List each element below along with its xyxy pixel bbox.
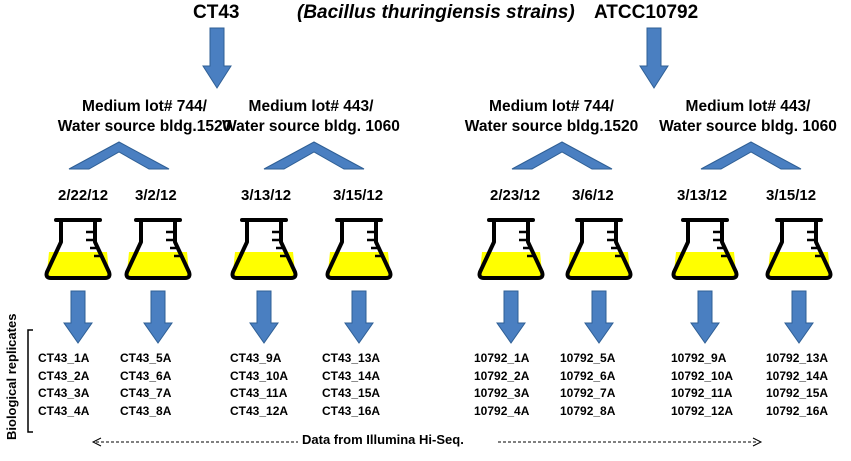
flask-icon: [124, 218, 192, 280]
date-label: 3/2/12: [135, 187, 177, 204]
down-arrow-icon: [496, 290, 526, 344]
down-arrow-icon: [63, 290, 93, 344]
down-arrow-icon: [344, 290, 374, 344]
down-arrow-icon: [784, 290, 814, 344]
date-label: 2/22/12: [58, 187, 109, 204]
flask-icon: [671, 218, 739, 280]
chevron-up-icon: [263, 141, 365, 170]
medium-label-4: Medium lot# 443/Water source bldg. 1060: [659, 98, 837, 135]
date-label: 3/15/12: [333, 187, 384, 204]
down-arrow-icon: [584, 290, 614, 344]
double-arrow-icon: [91, 437, 763, 447]
chevron-up-icon: [700, 141, 802, 170]
strain-label-left: CT43: [193, 2, 240, 23]
flask-icon: [477, 218, 545, 280]
flask-icon: [325, 218, 393, 280]
date-label: 3/13/12: [677, 187, 728, 204]
down-arrow-icon: [639, 27, 669, 89]
chevron-up-icon: [68, 141, 170, 170]
footer-label: Data from Illumina Hi-Seq.: [302, 432, 464, 447]
flask-icon: [230, 218, 298, 280]
down-arrow-icon: [143, 290, 173, 344]
flask-icon: [565, 218, 633, 280]
down-arrow-icon: [202, 27, 232, 89]
down-arrow-icon: [249, 290, 279, 344]
flask-icon: [44, 218, 112, 280]
date-label: 3/13/12: [241, 187, 292, 204]
date-label: 3/6/12: [572, 187, 614, 204]
down-arrow-icon: [690, 290, 720, 344]
medium-label-3: Medium lot# 744/Water source bldg.1520: [464, 98, 639, 135]
date-label: 2/23/12: [490, 187, 541, 204]
medium-label-1: Medium lot# 744/Water source bldg.1520: [57, 98, 232, 135]
strains-subtitle: (Bacillus thuringiensis strains): [297, 2, 575, 23]
date-label: 3/15/12: [766, 187, 817, 204]
replicate-bracket: [27, 329, 33, 433]
medium-label-2: Medium lot# 443/Water source bldg. 1060: [222, 98, 400, 135]
chevron-up-icon: [511, 141, 613, 170]
flask-icon: [765, 218, 833, 280]
strain-label-right: ATCC10792: [594, 2, 699, 23]
